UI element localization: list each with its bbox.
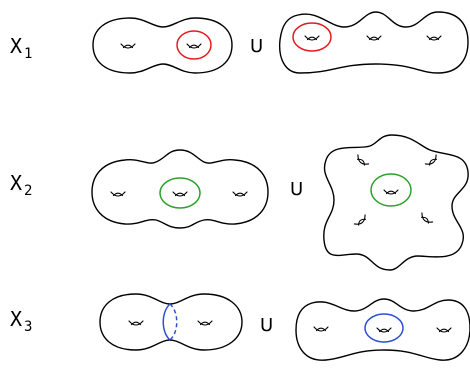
union-symbol: U — [250, 36, 263, 57]
union-symbol: U — [290, 179, 303, 200]
separating-curve-blue-back — [169, 303, 178, 341]
separating-curve-red — [292, 22, 332, 52]
genus-3-surface — [91, 149, 269, 229]
genus-hole-icon — [354, 154, 370, 168]
genus-hole-icon — [424, 154, 440, 168]
separating-curve-red — [176, 30, 212, 60]
genus-hole-icon — [110, 191, 126, 197]
genus-hole-icon — [436, 327, 452, 333]
genus-hole-icon — [304, 35, 320, 41]
genus-hole-icon — [232, 191, 248, 197]
genus-hole-icon — [383, 189, 399, 195]
separating-curve-green — [159, 177, 201, 209]
separating-curve-green — [370, 173, 412, 207]
genus-hole-icon — [172, 191, 188, 197]
separating-curve-blue-front — [162, 303, 171, 341]
genus-hole-icon — [418, 212, 434, 226]
genus-hole-icon — [313, 326, 329, 332]
genus-hole-icon — [197, 320, 213, 326]
genus-hole-icon — [186, 43, 202, 49]
genus-2-surface — [99, 293, 243, 351]
genus-hole-icon — [366, 35, 382, 41]
genus-hole-icon — [376, 327, 392, 333]
genus-2-surface — [92, 17, 233, 74]
genus-3-surface — [295, 298, 470, 361]
genus-hole-icon — [353, 214, 369, 228]
genus-hole-icon — [128, 320, 144, 326]
genus-hole-icon — [120, 43, 136, 49]
clover-surface — [323, 134, 469, 271]
separating-curve-blue — [364, 313, 404, 343]
genus-hole-icon — [426, 35, 442, 41]
union-symbol: U — [260, 315, 273, 336]
genus-3-surface — [278, 11, 469, 74]
